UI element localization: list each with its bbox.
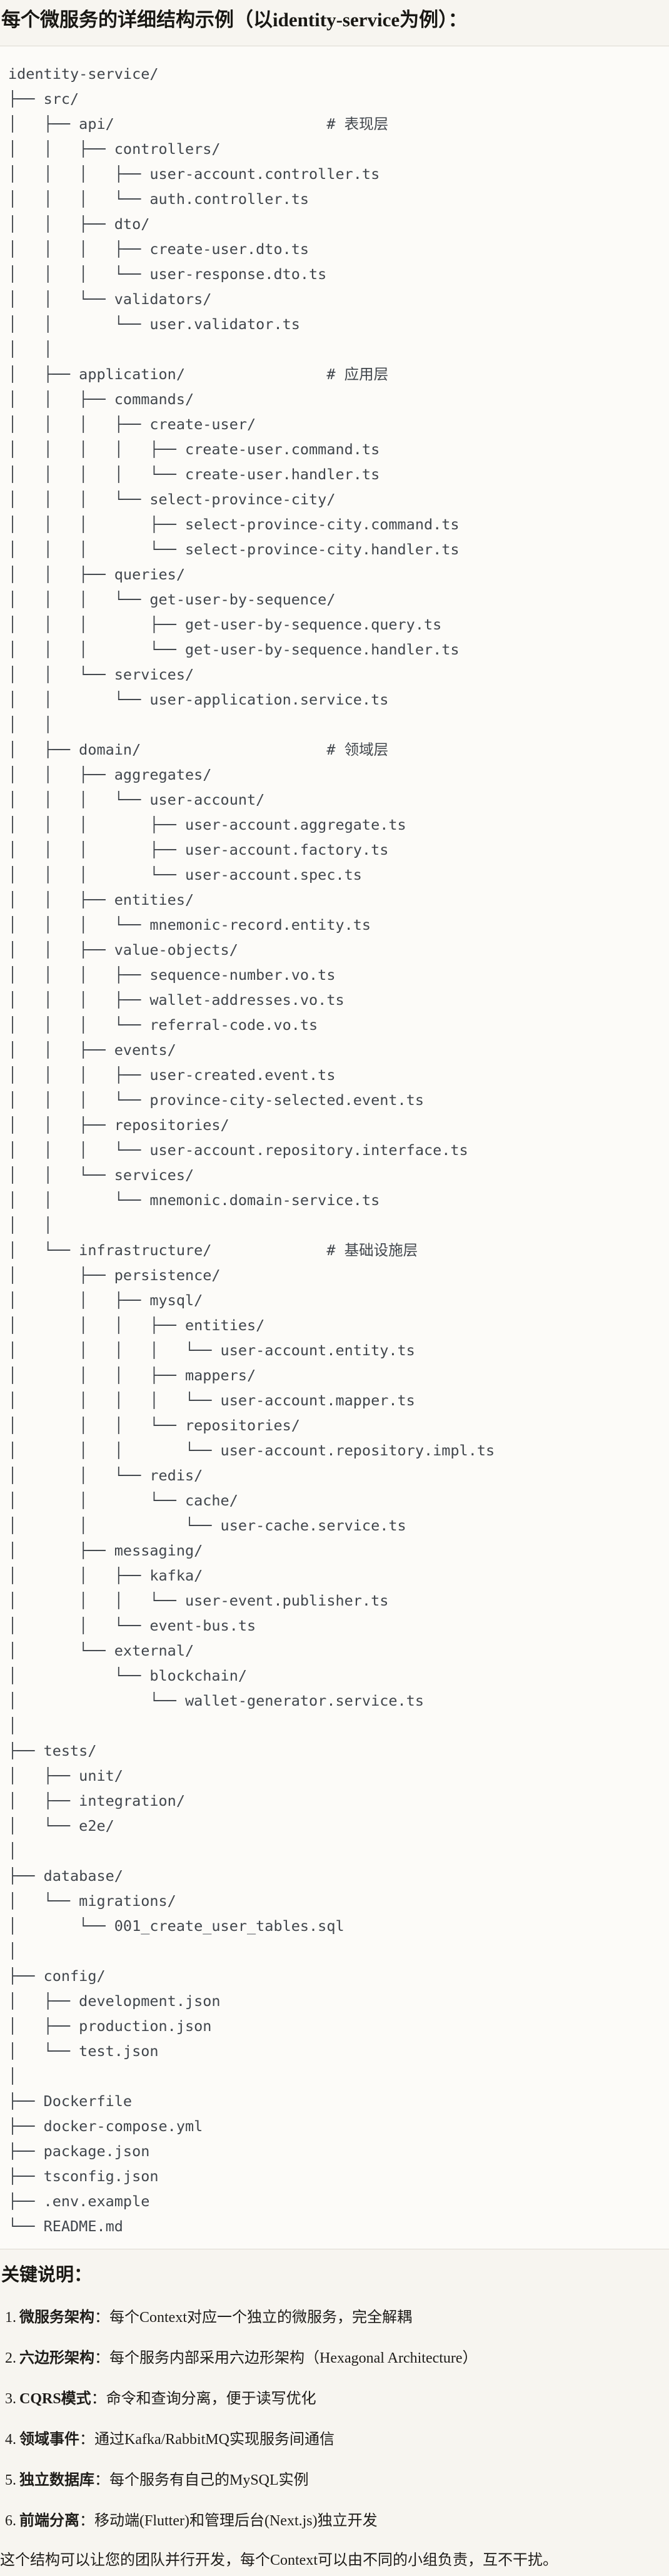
item-number: 2.: [5, 2350, 16, 2366]
notes-heading: 关键说明：: [1, 2265, 93, 2285]
item-desc: 每个Context对应一个独立的微服务，完全解耦: [109, 2309, 412, 2326]
item-desc: 每个服务内部采用六边形架构（Hexagonal Architecture）: [109, 2350, 478, 2366]
item-number: 5.: [5, 2472, 16, 2488]
item-desc: 通过Kafka/RabbitMQ实现服务间通信: [94, 2431, 334, 2448]
item-number: 3.: [5, 2391, 16, 2407]
item-term: 独立数据库: [19, 2472, 94, 2488]
list-item-5: 5.独立数据库：每个服务有自己的MySQL实例: [5, 2472, 669, 2489]
closing-paragraph: 这个结构可以让您的团队并行开发，每个Context可以由不同的小组负责，互不干扰…: [0, 2552, 558, 2568]
list-item-2: 2.六边形架构：每个服务内部采用六边形架构（Hexagonal Architec…: [5, 2349, 669, 2367]
notes-section: 关键说明： 1.微服务架构：每个Context对应一个独立的微服务，完全解耦 2…: [0, 2264, 669, 2570]
item-colon: ：: [94, 2472, 109, 2488]
item-colon: ：: [94, 2350, 109, 2366]
list-item-3: 3.CQRS模式：命令和查询分离，便于读写优化: [5, 2390, 669, 2408]
item-colon: ：: [79, 2431, 94, 2448]
item-term: 微服务架构: [19, 2309, 94, 2326]
item-number: 6.: [5, 2513, 16, 2529]
directory-tree-code-block: identity-service/ ├── src/ │ ├── api/ # …: [0, 46, 669, 2249]
item-colon: ：: [79, 2513, 94, 2529]
page-title: 每个微服务的详细结构示例（以identity-service为例）：: [1, 9, 468, 31]
item-term: 前端分离: [19, 2513, 79, 2529]
list-item-6: 6.前端分离：移动端(Flutter)和管理后台(Next.js)独立开发: [5, 2512, 669, 2530]
item-colon: ：: [94, 2309, 109, 2326]
item-term: 领域事件: [19, 2431, 79, 2448]
item-desc: 移动端(Flutter)和管理后台(Next.js)独立开发: [94, 2513, 378, 2529]
item-colon: ：: [91, 2391, 106, 2407]
list-item-1: 1.微服务架构：每个Context对应一个独立的微服务，完全解耦: [5, 2309, 669, 2326]
item-desc: 每个服务有自己的MySQL实例: [109, 2472, 309, 2488]
item-number: 4.: [5, 2431, 16, 2448]
list-item-4: 4.领域事件：通过Kafka/RabbitMQ实现服务间通信: [5, 2431, 669, 2448]
item-number: 1.: [5, 2309, 16, 2326]
item-term: CQRS模式: [19, 2391, 91, 2407]
item-term: 六边形架构: [19, 2350, 94, 2366]
item-desc: 命令和查询分离，便于读写优化: [106, 2391, 316, 2407]
